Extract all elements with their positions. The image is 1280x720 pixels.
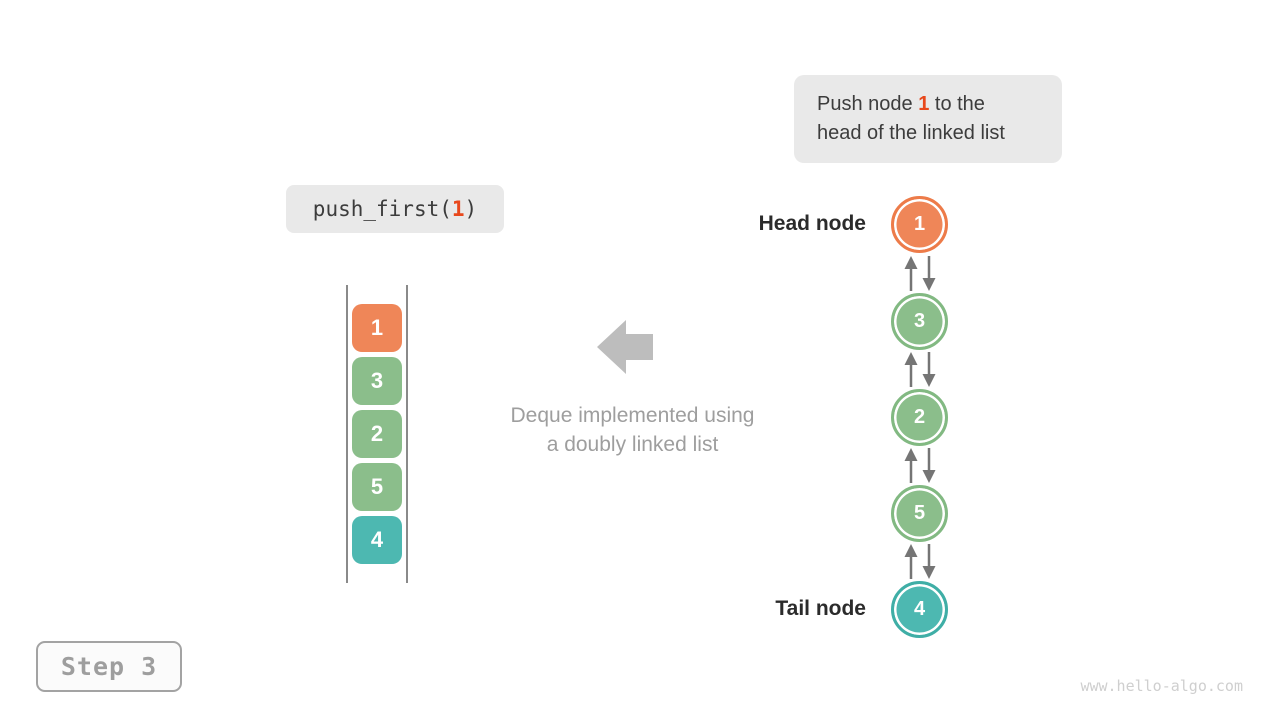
up-arrow-icon: [904, 352, 918, 365]
down-arrow-icon: [922, 470, 936, 483]
watermark: www.hello-algo.com: [1080, 677, 1243, 695]
list-node: 1: [891, 196, 948, 253]
caption-line1: Deque implemented using: [510, 404, 755, 427]
down-arrow-icon: [922, 566, 936, 579]
up-arrow-icon: [904, 256, 918, 269]
caption: Deque implemented using a doubly linked …: [460, 401, 805, 459]
bidirectional-arrows-icon: [904, 256, 936, 291]
bidirectional-arrows-icon: [904, 352, 936, 387]
bidirectional-arrows-icon: [904, 448, 936, 483]
list-node: 3: [891, 293, 948, 350]
stack-cell: 5: [352, 463, 402, 511]
bidirectional-arrows-icon: [904, 544, 936, 579]
caption-line2: a doubly linked list: [546, 433, 719, 456]
head-node-label: Head node: [758, 212, 866, 235]
left-arrow-icon: [597, 320, 653, 374]
code-arg: 1: [451, 197, 465, 221]
note-text-line1-prefix: Push node: [817, 93, 919, 115]
stack-right-wall: [406, 285, 408, 583]
stack-left-wall: [346, 285, 348, 583]
down-arrow-icon: [922, 374, 936, 387]
code-prefix: push_first(: [312, 197, 452, 221]
up-arrow-icon: [904, 544, 918, 557]
stack-cell: 3: [352, 357, 402, 405]
stack-cell: 4: [352, 516, 402, 564]
list-node: 4: [891, 581, 948, 638]
code-suffix: ): [464, 197, 478, 221]
step-label: Step 3: [60, 652, 158, 681]
note-text-line1-suffix: to the: [929, 93, 985, 115]
stack-cell: 2: [352, 410, 402, 458]
tail-node-label: Tail node: [775, 597, 866, 620]
up-arrow-icon: [904, 448, 918, 461]
note-highlight-value: 1: [918, 93, 930, 115]
note-text-line2: head of the linked list: [817, 122, 1005, 144]
stack-cell: 1: [352, 304, 402, 352]
list-node: 5: [891, 485, 948, 542]
note-box: Push node 1 to the head of the linked li…: [794, 75, 1062, 163]
step-badge: Step 3: [36, 641, 182, 692]
operation-code-box: push_first(1): [286, 185, 504, 233]
list-node: 2: [891, 389, 948, 446]
down-arrow-icon: [922, 278, 936, 291]
